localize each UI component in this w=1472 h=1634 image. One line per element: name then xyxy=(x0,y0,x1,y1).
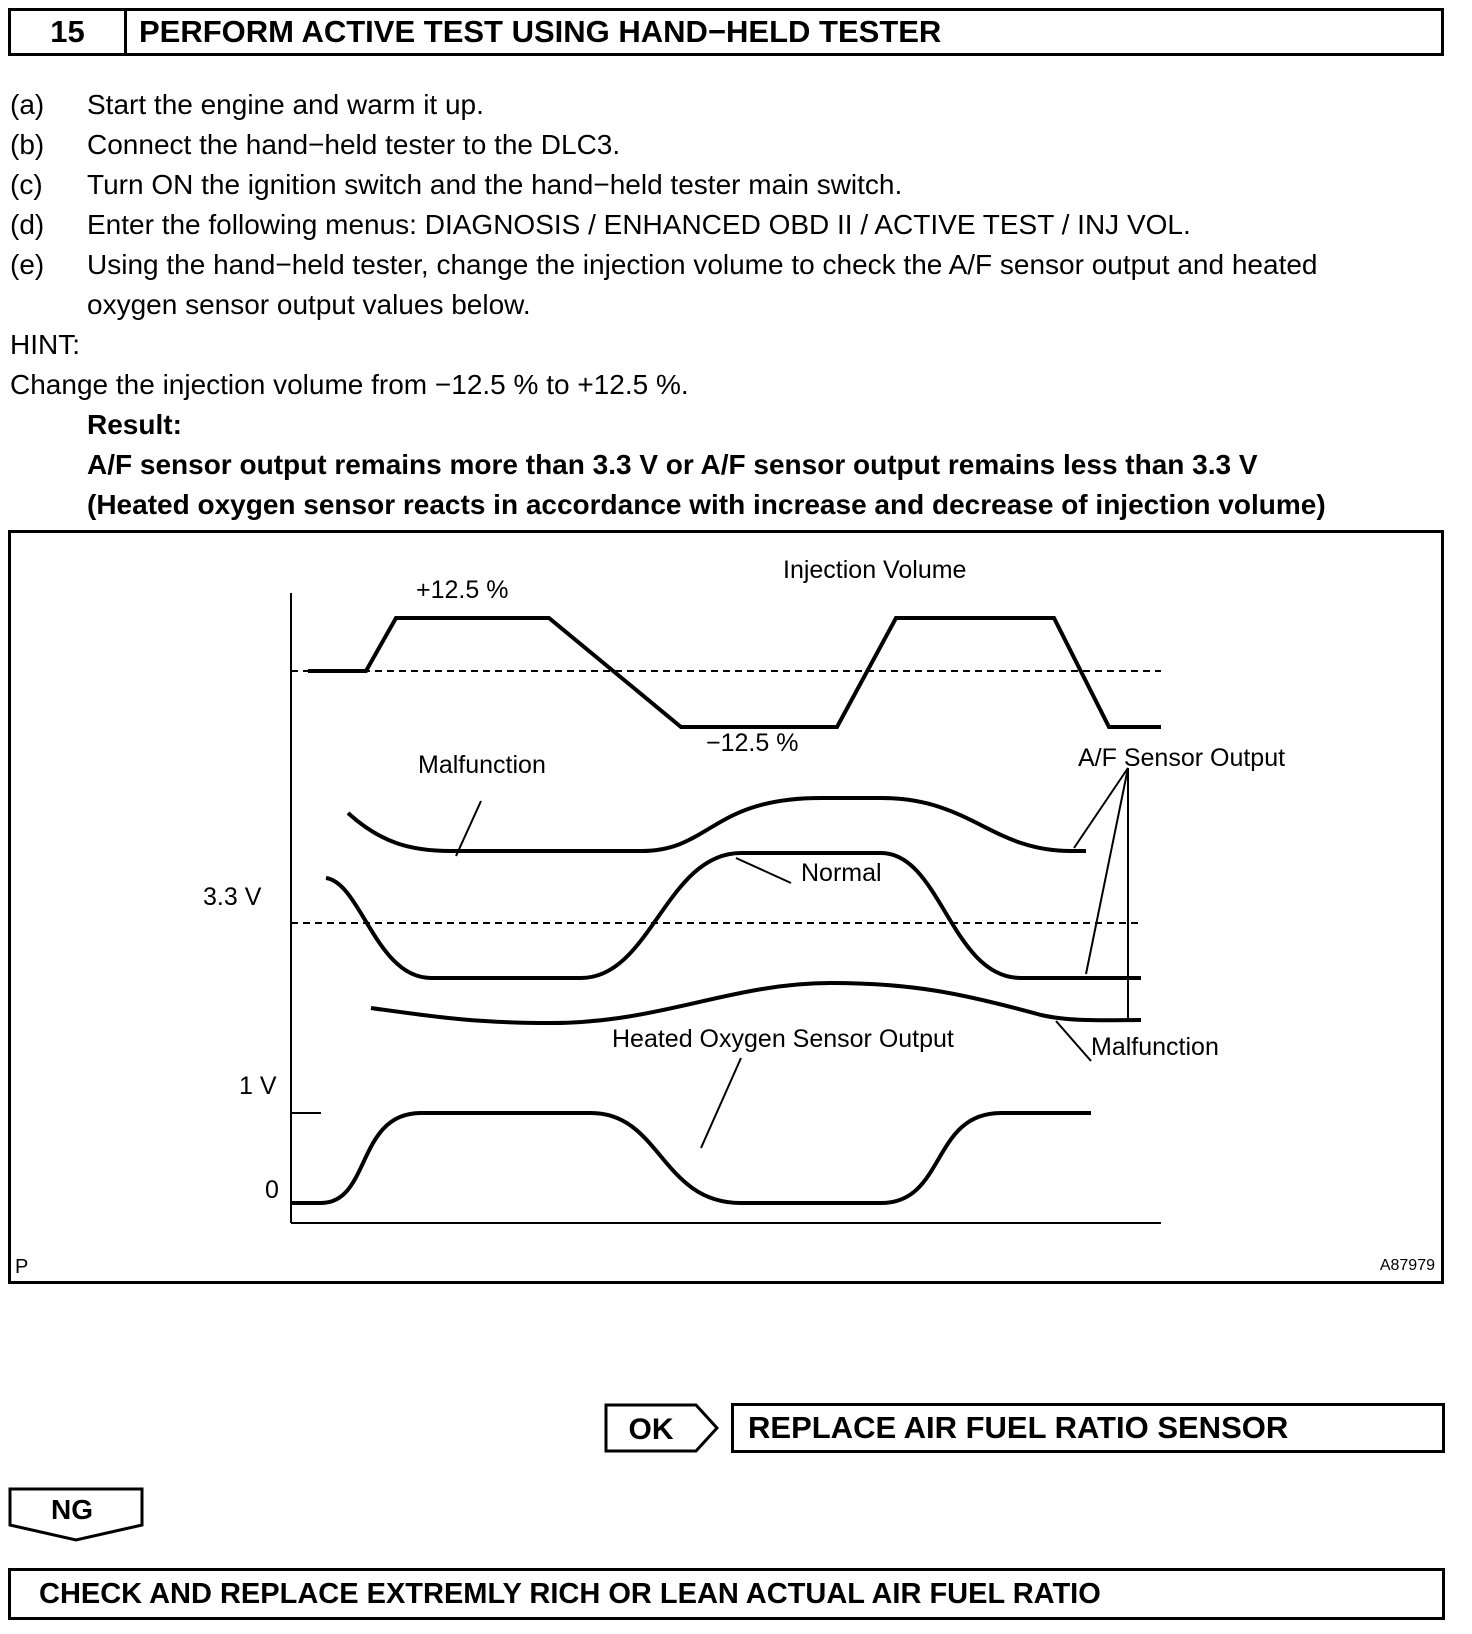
instruction-continuation: oxygen sensor output values below. xyxy=(0,285,1472,325)
instruction-label: (d) xyxy=(10,209,45,240)
plus-label: +12.5 % xyxy=(416,576,508,604)
figure-code-left: P xyxy=(15,1256,29,1278)
ho2-sensor-curve xyxy=(291,1111,1091,1205)
instruction-label: (a) xyxy=(10,89,45,120)
normal-label: Normal xyxy=(801,859,882,887)
ok-outcome-tag: OK xyxy=(604,1403,720,1453)
figure-code-right: A87979 xyxy=(1379,1257,1435,1274)
injection-volume-line xyxy=(308,616,1161,729)
malfunction-top-leader xyxy=(455,800,482,857)
instruction-text: Connect the hand−held tester to the DLC3… xyxy=(87,129,621,160)
instruction-item: (e) Using the hand−held tester, change t… xyxy=(0,245,1472,285)
instruction-text: Enter the following menus: DIAGNOSIS / E… xyxy=(87,209,1191,240)
ng-action-box: CHECK AND REPLACE EXTREMLY RICH OR LEAN … xyxy=(8,1568,1445,1620)
ng-outcome-tag: NG xyxy=(8,1487,144,1543)
af-sensor-label: A/F Sensor Output xyxy=(1078,744,1285,772)
ok-label: OK xyxy=(629,1413,674,1446)
instruction-text: Turn ON the ignition switch and the hand… xyxy=(87,169,903,200)
ng-arrow-icon: NG xyxy=(8,1487,144,1542)
instruction-item: (c) Turn ON the ignition switch and the … xyxy=(0,165,1472,205)
af-leader-1 xyxy=(1073,767,1129,849)
instruction-label: (b) xyxy=(10,129,45,160)
af-normal-curve xyxy=(325,851,1141,980)
ho2-label: Heated Oxygen Sensor Output xyxy=(612,1025,954,1053)
step-number: 15 xyxy=(11,11,127,53)
step-header: 15 PERFORM ACTIVE TEST USING HAND−HELD T… xyxy=(8,8,1444,56)
af-malfunction-high-curve xyxy=(346,796,1086,853)
ok-action-box: REPLACE AIR FUEL RATIO SENSOR xyxy=(731,1403,1445,1453)
instruction-text: Using the hand−held tester, change the i… xyxy=(87,249,1318,280)
ng-label: NG xyxy=(51,1494,93,1525)
result-label: Result: xyxy=(87,409,182,440)
ok-arrow-icon: OK xyxy=(604,1403,720,1453)
ho2-leader xyxy=(700,1057,742,1149)
malfunction-top-label: Malfunction xyxy=(418,751,546,779)
normal-leader xyxy=(735,857,792,884)
hint-text: Change the injection volume from −12.5 %… xyxy=(10,369,689,400)
instruction-text: Start the engine and warm it up. xyxy=(87,89,484,120)
threshold-label: 3.3 V xyxy=(203,883,262,911)
minus-label: −12.5 % xyxy=(706,729,798,757)
af-malfunction-low-curve xyxy=(370,980,1142,1026)
instruction-label: (e) xyxy=(10,249,45,280)
result-line-2: (Heated oxygen sensor reacts in accordan… xyxy=(87,489,1326,520)
instruction-label: (c) xyxy=(10,169,43,200)
instruction-item: (b) Connect the hand−held tester to the … xyxy=(0,125,1472,165)
waveform-figure: Injection Volume +12.5 % −12.5 % Malfunc… xyxy=(8,530,1444,1284)
malfunction-bottom-label: Malfunction xyxy=(1091,1033,1219,1061)
hint-label: HINT: xyxy=(10,329,80,360)
af-leader-2 xyxy=(1085,767,1129,975)
result-line-1: A/F sensor output remains more than 3.3 … xyxy=(87,449,1258,480)
malfunction-bottom-leader xyxy=(1055,1020,1092,1062)
one-volt-label: 1 V xyxy=(239,1072,277,1100)
instruction-item: (d) Enter the following menus: DIAGNOSIS… xyxy=(0,205,1472,245)
instruction-item: (a) Start the engine and warm it up. xyxy=(0,85,1472,125)
injection-volume-label: Injection Volume xyxy=(783,556,966,584)
waveform-diagram: Injection Volume +12.5 % −12.5 % Malfunc… xyxy=(203,556,1285,1224)
instruction-text: oxygen sensor output values below. xyxy=(87,289,531,320)
step-title: PERFORM ACTIVE TEST USING HAND−HELD TEST… xyxy=(139,14,942,49)
zero-label: 0 xyxy=(265,1176,279,1204)
